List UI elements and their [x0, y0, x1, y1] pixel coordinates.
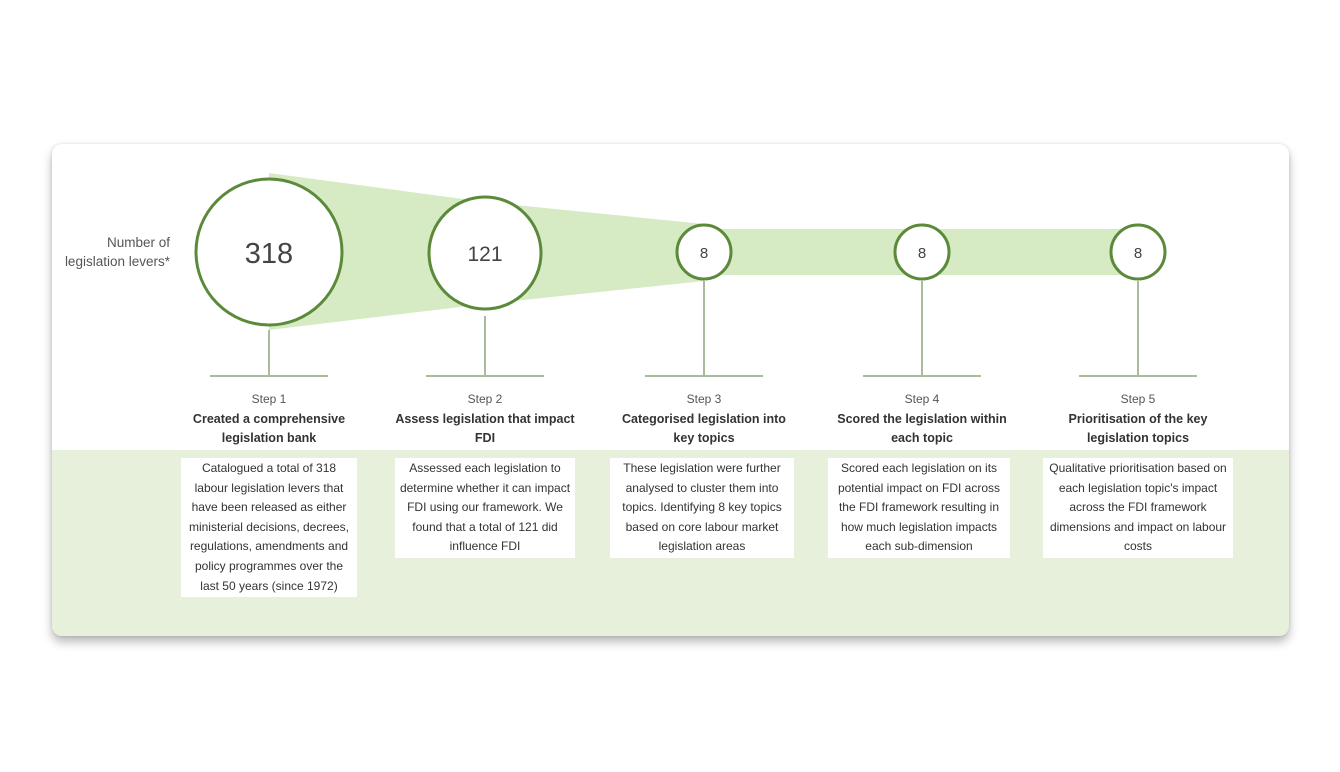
step-4-number: Step 4 — [904, 392, 940, 406]
step-3-title: Categorised legislation into key topics — [622, 412, 786, 445]
step-1-circle — [194, 177, 344, 327]
y-axis-label: Number of legislation levers* — [64, 235, 170, 269]
step-4-value: 8 — [918, 245, 926, 262]
step-4-circle — [893, 223, 951, 281]
step-2-number: Step 2 — [467, 392, 503, 406]
step-4-title: Scored the legislation within each topic — [837, 412, 1007, 445]
step-2-circle — [427, 195, 543, 311]
step-1-title-block: Step 1 Created a comprehensive legislati… — [169, 390, 369, 448]
step-1-value: 318 — [245, 238, 293, 270]
step-5-value: 8 — [1134, 245, 1142, 262]
step-5-title-block: Step 5 Prioritisation of the key legisla… — [1038, 390, 1238, 448]
step-3-title-block: Step 3 Categorised legislation into key … — [604, 390, 804, 448]
funnel-connector-2 — [485, 202, 704, 304]
step-2-value: 121 — [467, 243, 502, 266]
step-2-description: Assessed each legislation to determine w… — [395, 458, 575, 558]
step-4-description: Scored each legislation on its potential… — [828, 458, 1010, 558]
step-5-circle — [1109, 223, 1167, 281]
step-3-number: Step 3 — [686, 392, 722, 406]
step-3-value: 8 — [700, 245, 708, 262]
step-3-circle — [675, 223, 733, 281]
step-1-number: Step 1 — [251, 392, 287, 406]
step-2-title-block: Step 2 Assess legislation that impact FD… — [385, 390, 585, 448]
step-4-title-block: Step 4 Scored the legislation within eac… — [822, 390, 1022, 448]
step-2-title: Assess legislation that impact FDI — [395, 412, 575, 445]
step-1-description: Catalogued a total of 318 labour legisla… — [181, 458, 357, 598]
step-1-title: Created a comprehensive legislation bank — [192, 412, 346, 445]
step-5-number: Step 5 — [1120, 392, 1156, 406]
step-5-title: Prioritisation of the key legislation to… — [1068, 412, 1208, 445]
step-3-description: These legislation were further analysed … — [610, 458, 794, 558]
step-5-description: Qualitative prioritisation based on each… — [1043, 458, 1233, 558]
